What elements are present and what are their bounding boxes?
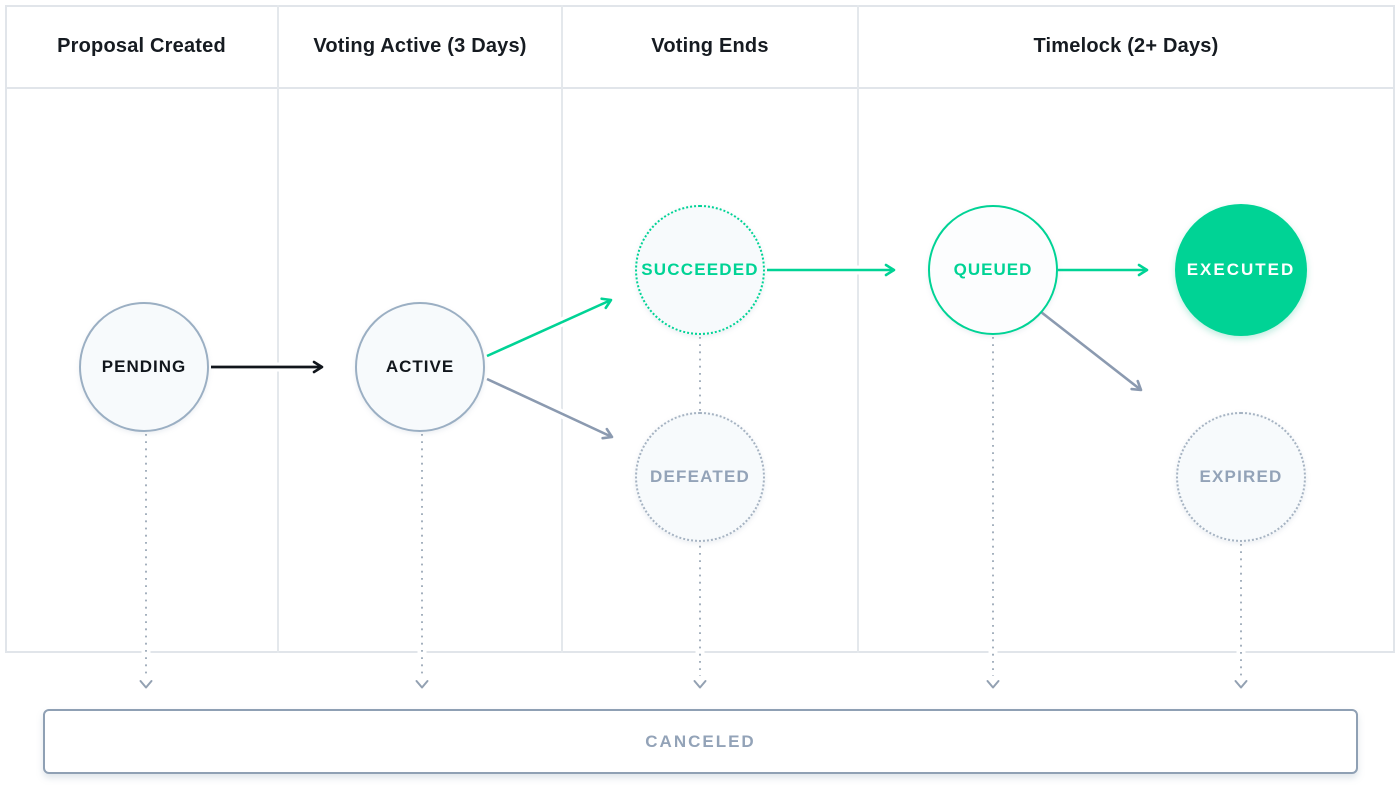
chevron-down-icon (1234, 680, 1248, 689)
column-header-voting-ends: Voting Ends (651, 34, 769, 57)
chevron-down-icon (986, 680, 1000, 689)
state-node-active: ACTIVE (355, 302, 485, 432)
state-label-active: ACTIVE (385, 357, 455, 376)
chevron-down-icon (139, 680, 153, 689)
column-header-voting-active: Voting Active (3 Days) (313, 34, 527, 57)
state-node-canceled: CANCELED (43, 709, 1358, 774)
state-label-canceled: CANCELED (645, 731, 756, 751)
state-label-queued: QUEUED (953, 260, 1033, 279)
header-divider-line (5, 87, 1395, 89)
state-label-expired: EXPIRED (1199, 467, 1283, 486)
column-divider-line (857, 5, 859, 653)
state-node-succeeded: SUCCEEDED (635, 205, 765, 335)
state-node-executed: EXECUTED (1175, 204, 1307, 336)
column-divider-line (277, 5, 279, 653)
chevron-down-icons (139, 680, 1248, 689)
state-label-succeeded: SUCCEEDED (641, 260, 759, 279)
column-header-proposal-created: Proposal Created (57, 34, 226, 57)
state-label-pending: PENDING (101, 357, 187, 376)
state-node-expired: EXPIRED (1176, 412, 1306, 542)
chevron-down-icon (693, 680, 707, 689)
state-label-executed: EXECUTED (1186, 260, 1296, 279)
state-node-pending: PENDING (79, 302, 209, 432)
column-divider-line (561, 5, 563, 653)
state-node-defeated: DEFEATED (635, 412, 765, 542)
column-header-timelock: Timelock (2+ Days) (1033, 34, 1219, 57)
chevron-down-icon (415, 680, 429, 689)
state-label-defeated: DEFEATED (650, 467, 750, 486)
state-node-queued: QUEUED (928, 205, 1058, 335)
